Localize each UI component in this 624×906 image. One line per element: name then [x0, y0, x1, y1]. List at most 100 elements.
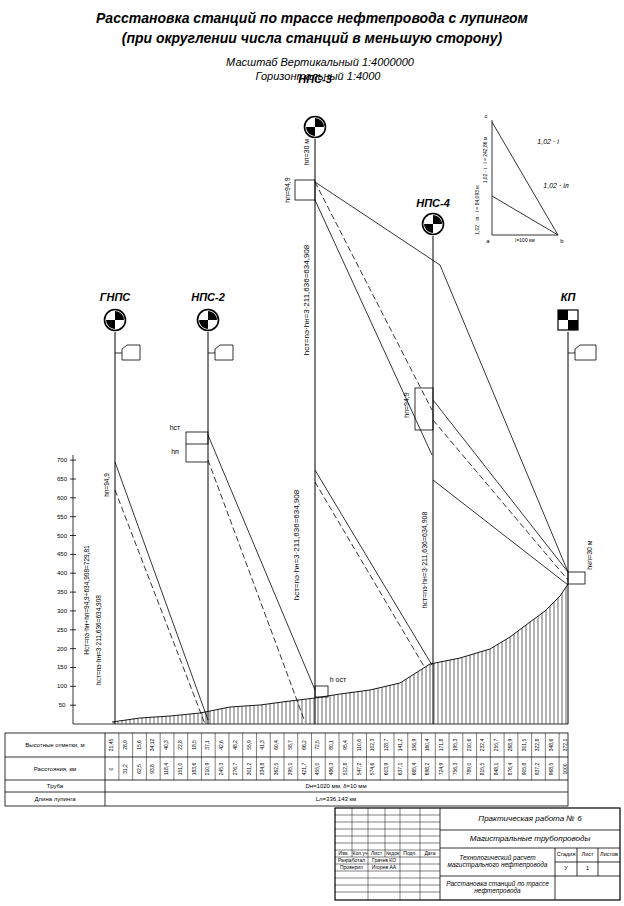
title-block-cell: №док	[386, 851, 399, 856]
table-cell: 848,1	[495, 762, 500, 775]
title-block-grid	[352, 808, 420, 900]
table-column-line	[545, 733, 546, 780]
table-cell: 15,6	[137, 740, 142, 750]
hydraulic-line	[315, 470, 432, 665]
station-node: НПС-4	[413, 197, 453, 236]
title-block-cell: Кол.уч	[353, 851, 368, 856]
table-column-line	[256, 733, 257, 780]
head-annotation: Hст=nэ·hн+hп=94,9+634,908=729,81	[84, 545, 91, 654]
table-cell: 66,2	[302, 740, 307, 750]
table-cell: 395,1	[288, 762, 293, 775]
symbol-outline	[305, 117, 326, 138]
axis-value: 600	[57, 495, 67, 501]
symbol-fill	[306, 118, 324, 136]
table-cell: 372,1	[563, 739, 568, 752]
axis-value: 100	[57, 683, 67, 689]
table-cell: 160,4	[426, 739, 431, 752]
table-cell: 322,8	[536, 739, 541, 752]
title-block-cell: Дата	[424, 851, 435, 856]
inset-slope	[492, 122, 558, 235]
hydraulic-line	[433, 400, 568, 572]
hydraulic-line	[315, 182, 568, 572]
scale-note: Масштаб Вертикальный 1:4000000	[226, 57, 414, 69]
axis-value: 300	[57, 608, 67, 614]
table-column-line	[146, 733, 147, 780]
hydraulic-line	[433, 480, 568, 585]
table-column-line	[118, 733, 119, 780]
symbol-fill	[424, 215, 442, 233]
table-cell: 210,6	[467, 739, 472, 752]
table-grid	[5, 733, 568, 806]
table-cell: 183,6	[192, 762, 197, 775]
table-cell: 210,9	[206, 762, 211, 775]
axis-ticks	[70, 460, 76, 705]
table-cell: 34,12	[151, 739, 156, 752]
head-bracket	[186, 444, 208, 462]
table-cell: 18,5	[192, 740, 197, 750]
axis-value: 450	[57, 551, 67, 557]
table-cell: 512,8	[343, 762, 348, 775]
table-cell: 574,6	[371, 762, 376, 775]
table-cell: 1000	[563, 763, 568, 774]
drawing-title: Расстановка станций по трассе нефтепрово…	[87, 8, 537, 49]
table-cell: 905,8	[522, 762, 527, 775]
table-cell: 334,8	[261, 762, 266, 775]
station-node: КП	[553, 291, 583, 332]
head-annotation: hп=94,9	[104, 473, 111, 497]
head-annotation: hкп=30 м	[586, 540, 593, 569]
table-column-line	[407, 733, 408, 780]
title-block-grid	[440, 808, 620, 900]
hydraulic-line	[208, 460, 305, 722]
inset-annotation: a	[486, 238, 489, 244]
table-cell: 48,2	[233, 740, 238, 750]
table-column-line	[132, 733, 133, 780]
table-cell: Высотные отметки, м	[25, 742, 84, 748]
inset-annotation: l=100 км	[515, 238, 534, 243]
table-column-line	[449, 733, 450, 780]
title-block-cell: Технологический расчет магистрального не…	[443, 855, 553, 869]
head-annotation: hп	[171, 448, 179, 455]
axis-value: 200	[57, 645, 67, 651]
head-bracket	[315, 686, 328, 697]
hydraulic-line	[115, 490, 205, 724]
table-column-line	[490, 733, 491, 780]
head-annotation: hп=94,9	[403, 392, 410, 417]
table-column-line	[476, 733, 477, 780]
table-column-line	[366, 733, 367, 780]
end-point-symbol	[556, 308, 580, 332]
head-bracket	[295, 180, 315, 200]
table-column-line	[339, 733, 340, 780]
title-block-grid	[335, 815, 440, 892]
head-bracket	[186, 432, 208, 444]
symbol-outline	[558, 310, 578, 330]
station-node: НПС-3	[295, 73, 335, 139]
title-block-cell: Грачев КО	[372, 858, 396, 863]
hydraulic-line	[315, 182, 432, 410]
table-cell: 455,0	[316, 762, 321, 775]
station-label: НПС-2	[188, 291, 228, 303]
title-block-cell: Игорев АА	[372, 865, 396, 870]
table-column-line	[462, 733, 463, 780]
axis-value: 400	[57, 570, 67, 576]
table-cell: 486,3	[329, 762, 334, 775]
axis-value: 250	[57, 627, 67, 633]
head-annotation: hст=nэ·hн=3·211,636=634,908	[293, 490, 301, 601]
title-block-cell: 1	[586, 866, 589, 872]
title-block-cell: Разработал	[338, 858, 365, 863]
title-block-cell: У	[564, 866, 568, 872]
table-cell: 22,8	[178, 740, 183, 750]
table-cell: 55,9	[247, 740, 252, 750]
station-line	[208, 332, 209, 724]
table-cell: 815,5	[481, 762, 486, 775]
inset-annotation: 1,02 · iл	[543, 182, 568, 189]
table-cell: 301,2	[247, 762, 252, 775]
table-cell: 0	[109, 767, 114, 770]
head-annotation: hст=nэ·hн=3·211,636=634,908	[96, 595, 103, 685]
table-cell: 876,4	[508, 762, 513, 775]
table-column-line	[283, 733, 284, 780]
table-column-line	[311, 733, 312, 780]
table-cell: Труба	[47, 783, 63, 789]
hydraulic-line	[315, 482, 425, 668]
head-bracket	[568, 572, 585, 584]
